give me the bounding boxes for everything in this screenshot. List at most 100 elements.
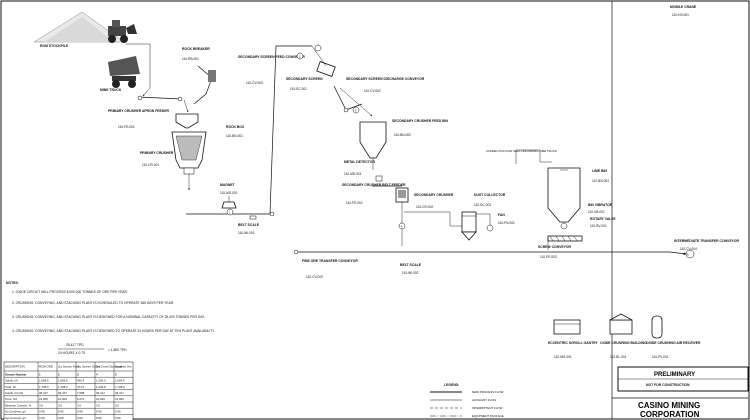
stream-table-cell: 2 [58,372,60,376]
formula-result: = 1,800 TPH [108,348,127,352]
rock-breaker-icon [193,65,216,105]
formula-top: 25,417 TPD [66,343,84,347]
fan-label: FAN [498,213,505,217]
note-4: 4. CRUSHING, CONVEYING, AND STACKING PLA… [12,329,215,333]
feeder-to-crusher-flow [183,99,189,113]
stream-table-cell: 0.45 [39,410,45,414]
rock-box-label: ROCK BOX [226,125,245,129]
screen-to-bin-flow [339,87,373,117]
secondary-screen-label: SECONDARY SCREEN [286,77,323,81]
stream-table-cell: 1,250.0 [96,379,106,383]
rock-box-tag: 110-BN-001 [226,134,243,138]
magnet-tag: 110-MG-001 [220,191,238,195]
title-block: PRELIMINARY NOT FOR CONSTRUCTION CASINO … [612,366,749,419]
stream-table-cell: Solids, t/h [5,379,18,383]
crushing-building-tag: 110-BL-001 [610,355,627,359]
apron-feeder-tag: 110-FE-001 [118,125,135,129]
dust-collector-tag: 110-DC-001 [474,203,491,207]
stream-table-cell: Au Contents, g/t [5,410,26,414]
sec-screen-discharge-label: SECONDARY SCREEN DISCHARGE CONVEYOR [346,77,425,81]
formula-bottom: 24 HOURS X 0.75 [58,351,85,355]
mobile-crane-label: MOBILE CRANE [670,5,697,9]
stream-table-cell: 0.45 [77,410,83,414]
lime-bin-tag: 110-BN-003 [592,179,609,183]
sec-crusher-feed-bin-tag: 110-BN-002 [394,133,411,137]
front-end-loader-icon [108,20,137,43]
sec-crusher-belt-feeder-label: SECONDARY CRUSHER BELT FEEDER [342,183,406,187]
fan-tag: 110-FN-001 [498,221,515,225]
fine-ore-conveyor-tag: 110-CV-003 [306,275,323,279]
secondary-screen-icon [311,44,336,77]
intermediate-transfer-tag: 110-CV-004 [680,247,697,251]
stream-table-cell: 1,728.0 [58,385,68,389]
legend-intermittent-flow: INTERMITTENT FLOW [472,406,503,410]
screw-conveyor-icon [547,235,583,250]
stream-table-cell: 0.45 [96,410,102,414]
stream-table-header: DESCRIPTION [5,365,25,369]
metal-detector-label: METAL DETECTOR [344,160,375,164]
stream-table-cell: Total, t/h [5,385,16,389]
stream-table-cell: 3 [77,372,79,376]
not-for-construction: NOT FOR CONSTRUCTION [646,383,690,387]
stream-marker-1: 1 [229,210,231,214]
stream-table-cell: 0.45 [58,410,64,414]
eccentric-gantry-tag: 110-WS-001 [554,355,572,359]
stream-table-cell: Stream Number [5,372,27,376]
legend-auxiliary-flow: AUXILIARY FLOW [472,398,496,402]
sec-screen-discharge-tag: 110-CV-002 [364,89,381,93]
stream-table-cell: 1,669.6 [39,379,49,383]
rom-stockpile: ROM STOCKPILE [33,11,125,48]
stream-table-cell: Solids, t/d (%) [5,391,23,395]
stream-table-cell: Ag Contents, g/t [5,416,26,420]
fine-ore-conveyor-label: FINE ORE TRANSFER CONVEYOR [302,259,358,263]
stream-table-header: ROM ORE [39,365,53,369]
legend-title: LEGEND: [444,383,459,387]
sec-screen-feed-conveyor-line [186,45,312,215]
eccentric-gantry-icon [553,319,581,335]
stream-table-cell: 3.0 [115,403,119,407]
rock-breaker-label: ROCK BREAKER [182,47,210,51]
air-receiver-icon [651,315,663,339]
stream-table-cell: 22,660 [96,397,105,401]
stream-table-cell: 36,417 [39,391,48,395]
stream-table-cell: 7,688 [77,391,85,395]
preliminary-stamp: PRELIMINARY [654,372,695,378]
stream-table-cell: 0.06 [77,416,83,420]
magnet-label: MAGNET [220,183,236,187]
stream-table-cell: 0.06 [115,416,121,420]
note-2: 2. CRUSHING, CONVEYING, AND STACKING PLA… [12,301,174,305]
to-intermediate-flow [669,251,687,256]
stream-table-cell: 3.0 [77,403,81,407]
stream-table-cell: 6,270 [77,397,85,401]
metal-detector-tag: 110-MD-001 [344,172,362,176]
stream-table-cell: 4 [96,372,98,376]
air-receiver-label: OXIDE CRUSHING AIR RECEIVER [646,341,701,345]
magnet-icon [221,196,237,209]
stream-table-header: 2ry Screen Feed [58,365,80,369]
crushing-building-label: OXIDE CRUSHING BUILDING [600,341,647,345]
belt-scale-1-tag: 110-WI-001 [238,231,255,235]
bin-vibrator-label: BIN VIBRATOR [588,203,613,207]
notes-title: NOTES: [6,281,19,285]
primary-crusher-label: PRIMARY CRUSHER [140,151,174,155]
screw-conveyor-tag: 110-FE-003 [540,255,557,259]
stream-table-cell: 1,669.6 [58,379,68,383]
lime-bin-label: LIME BIN [592,169,607,173]
intermediate-transfer-label: INTERMEDIATE TRANSFER CONVEYOR [674,239,739,243]
stream-table-cell: Time, h/d [5,397,17,401]
stream-table-cell: 1,669.6 [115,379,125,383]
stream-table-cell: 36,417 [115,391,124,395]
belt-scale-2-tag: 110-WI-002 [402,271,419,275]
company-line-2: CORPORATION [640,410,700,419]
sec-screen-discharge-conveyor-line [333,85,363,111]
stream-table-cell: 5 [115,372,117,376]
stream-table-cell: 21,000 [58,397,67,401]
crushing-building-icon [609,313,633,335]
mine-truck-label: MINE TRUCK [100,88,122,92]
stream-number-5: 5 [687,253,689,257]
stream-table-cell: 1,293.8 [96,385,106,389]
eccentric-gantry-label: ECCENTRIC SCROLL GANTRY [548,341,598,345]
bin-vibrator-tag: 110-VB-001 [588,210,605,214]
sec-crusher-feed-bin-label: SECONDARY CRUSHER FEED BIN [392,119,449,123]
